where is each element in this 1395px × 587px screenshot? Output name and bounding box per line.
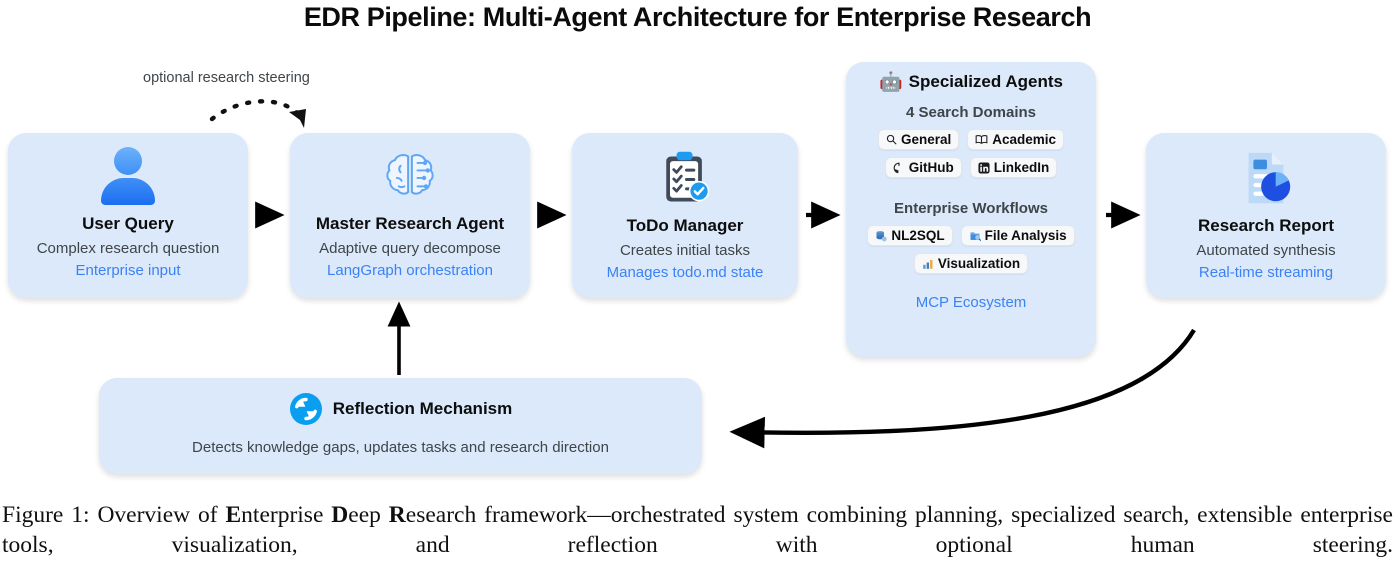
database-icon xyxy=(875,230,888,242)
section-label-workflows: Enterprise Workflows xyxy=(894,200,1048,217)
barchart-icon xyxy=(922,258,934,270)
steering-label: optional research steering xyxy=(143,70,310,86)
chip-label: Academic xyxy=(992,132,1057,147)
chip-file-analysis[interactable]: File Analysis xyxy=(960,225,1075,246)
chip-linkedin[interactable]: LinkedIn xyxy=(969,157,1058,178)
refresh-cycle-icon xyxy=(289,392,323,426)
node-accent: Enterprise input xyxy=(75,262,181,280)
caption-t3: esearch framework—orchestrated system co… xyxy=(2,502,1393,559)
github-icon xyxy=(893,162,905,174)
node-research-report[interactable]: Research Report Automated synthesis Real… xyxy=(1146,133,1386,298)
chip-nl2sql[interactable]: NL2SQL xyxy=(867,225,953,246)
arrow-optional-steering-head xyxy=(289,109,306,128)
report-chart-icon xyxy=(1234,147,1298,209)
person-icon xyxy=(97,147,159,205)
node-accent: LangGraph orchestration xyxy=(327,262,493,280)
node-title: User Query xyxy=(82,214,174,233)
node-user-query[interactable]: User Query Complex research question Ent… xyxy=(8,133,248,298)
brain-circuit-icon xyxy=(380,147,440,207)
chip-label: General xyxy=(900,132,952,147)
node-todo-manager[interactable]: ToDo Manager Creates initial tasks Manag… xyxy=(572,133,798,298)
search-icon xyxy=(886,134,897,145)
file-icon xyxy=(969,230,981,242)
caption-bold-d: D xyxy=(331,502,349,528)
chip-label: File Analysis xyxy=(984,228,1067,243)
caption-bold-e: E xyxy=(225,502,242,528)
node-subtitle: Complex research question xyxy=(36,239,220,257)
node-subtitle: Automated synthesis xyxy=(1196,241,1336,259)
node-accent: MCP Ecosystem xyxy=(915,294,1027,311)
node-specialized-agents[interactable]: 🤖 Specialized Agents 4 Search Domains Ge… xyxy=(846,62,1096,357)
node-title: Master Research Agent xyxy=(315,214,505,233)
node-accent: Manages todo.md state xyxy=(606,264,764,282)
linkedin-icon xyxy=(978,161,990,174)
caption-t2: eep xyxy=(348,502,389,528)
node-title: ToDo Manager xyxy=(626,216,744,235)
reflection-header: Reflection Mechanism xyxy=(289,392,513,426)
node-subtitle: Adaptive query decompose xyxy=(319,239,501,257)
chip-academic[interactable]: Academic xyxy=(967,129,1065,150)
figure-caption: Figure 1: Overview of Enterprise Deep Re… xyxy=(2,500,1393,560)
section-label-search: 4 Search Domains xyxy=(905,104,1037,121)
node-reflection-mechanism[interactable]: Reflection Mechanism Detects knowledge g… xyxy=(99,378,702,474)
chip-label: GitHub xyxy=(908,160,954,175)
robot-emoji: 🤖 xyxy=(879,71,903,93)
caption-bold-r: R xyxy=(388,502,406,528)
chip-label: Visualization xyxy=(937,256,1021,271)
node-subtitle: Detects knowledge gaps, updates tasks an… xyxy=(192,439,609,456)
node-title: Specialized Agents xyxy=(908,72,1063,91)
node-subtitle: Creates initial tasks xyxy=(619,241,751,259)
page-title: EDR Pipeline: Multi-Agent Architecture f… xyxy=(303,2,1092,32)
node-master-research-agent[interactable]: Master Research Agent Adaptive query dec… xyxy=(290,133,530,298)
chip-label: NL2SQL xyxy=(891,228,945,243)
chip-github[interactable]: GitHub xyxy=(884,157,962,178)
book-icon xyxy=(975,134,988,145)
chip-visualization[interactable]: Visualization xyxy=(913,253,1029,274)
node-title: Reflection Mechanism xyxy=(332,398,513,418)
arrow-optional-steering xyxy=(209,99,303,122)
chip-label: LinkedIn xyxy=(993,160,1050,175)
node-title: Research Report xyxy=(1197,216,1335,235)
node-accent: Real-time streaming xyxy=(1198,264,1334,282)
caption-t1: nterprise xyxy=(241,502,332,528)
caption-prefix: Figure 1: Overview of xyxy=(2,502,226,528)
chip-general[interactable]: General xyxy=(877,129,960,150)
clipboard-check-icon xyxy=(655,147,715,209)
specialized-agents-header: 🤖 Specialized Agents xyxy=(879,72,1063,92)
